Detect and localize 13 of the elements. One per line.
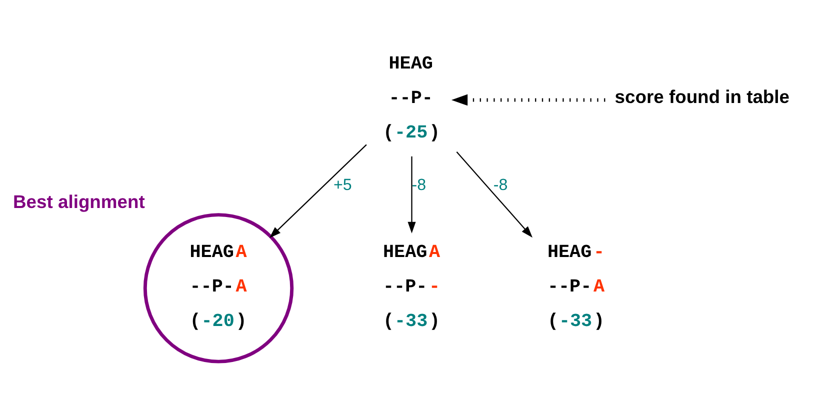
edge-label: -8 xyxy=(493,175,508,194)
node-text: score found in table xyxy=(614,86,790,107)
arrow xyxy=(269,144,367,238)
edge-label: +5 xyxy=(334,175,352,194)
arrow xyxy=(408,156,416,233)
node-text: HEAG- --P-A (-33) xyxy=(547,241,605,332)
arrow xyxy=(456,151,532,238)
arrow xyxy=(451,94,606,106)
node-text: HEAGA --P-- (-33) xyxy=(383,241,440,332)
node-text: HEAG --P- (-25) xyxy=(383,53,440,144)
edge-label: -8 xyxy=(412,175,426,194)
node-circle: HEAGA --P-A (-20) xyxy=(143,212,294,363)
node-label: Best alignment xyxy=(13,190,145,212)
